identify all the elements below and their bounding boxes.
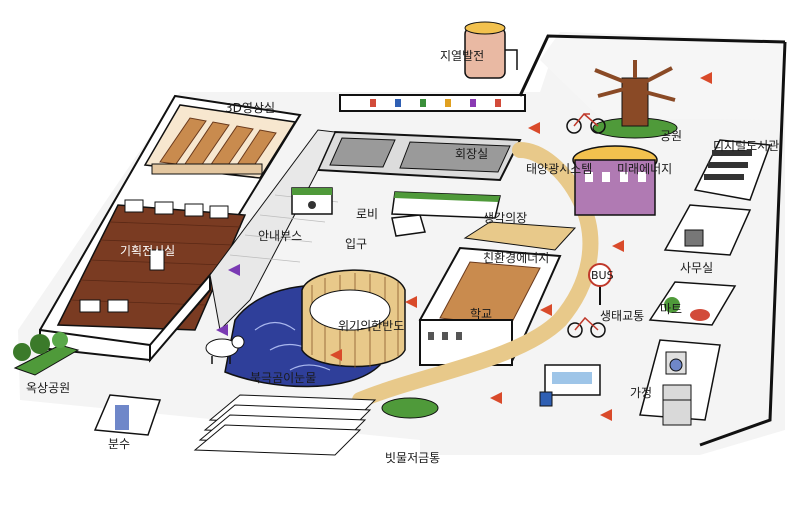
entrance-label: 입구 xyxy=(345,237,367,251)
arrow-icon xyxy=(330,72,712,421)
info-booth[interactable] xyxy=(291,187,333,215)
digital-archive-room[interactable] xyxy=(693,139,772,201)
washing-machine-icon xyxy=(665,351,687,375)
info-booth-label: 안내부스 xyxy=(258,229,302,243)
exhibition-hall[interactable] xyxy=(316,130,522,182)
cinema-3d-label: 3D영상실 xyxy=(225,101,275,115)
arrow-icon-purple xyxy=(216,264,240,336)
building-sign-label: 학교 xyxy=(470,307,492,321)
road-path xyxy=(352,142,599,408)
future-energy-pavilion[interactable] xyxy=(572,145,658,216)
right-inner-wall xyxy=(699,41,787,447)
future-energy-label: 미래에너지 xyxy=(617,162,672,176)
green-circle xyxy=(381,397,439,419)
bicycle-icon xyxy=(566,112,606,134)
fountain-label: 분수 xyxy=(108,437,130,451)
mart-room[interactable] xyxy=(648,281,737,326)
office-room[interactable] xyxy=(663,204,752,256)
mart-label: 마트 xyxy=(660,302,682,316)
green-roof-garden[interactable] xyxy=(13,332,80,376)
refrigerator-icon xyxy=(662,384,692,426)
left-side-wall xyxy=(149,272,211,363)
rainwater-tank-label: 빗물저금통 xyxy=(385,451,440,465)
cinema-3d-room[interactable] xyxy=(143,104,297,179)
polar-animals-label: 북극곰이눈물 xyxy=(250,371,316,385)
bicycle-icon-2 xyxy=(567,316,606,338)
fountain-icon[interactable] xyxy=(93,394,162,436)
park-label: 공원 xyxy=(660,129,682,143)
green-roof-label: 옥상공원 xyxy=(26,381,70,395)
crisis-globe-label: 위기의한반도 xyxy=(338,319,404,333)
front-stairs xyxy=(193,394,377,456)
reception-room-label: 생각의장 xyxy=(483,211,527,225)
park-area[interactable] xyxy=(540,32,785,139)
geothermal-plant[interactable] xyxy=(464,21,518,79)
bus-sign-label: BUS xyxy=(591,269,614,282)
digital-archive-label: 디지털도서관 xyxy=(713,139,779,153)
tank-icon xyxy=(539,364,601,407)
tree-icon xyxy=(594,60,676,127)
right-perimeter-wall xyxy=(518,34,786,97)
top-fence xyxy=(339,94,526,112)
lobby-desk[interactable] xyxy=(391,214,426,237)
fence-flags xyxy=(370,99,501,107)
lobby-label: 로비 xyxy=(356,207,378,221)
home-label: 가정 xyxy=(630,386,652,400)
office-label: 사무실 xyxy=(680,261,713,275)
bus-sign-icon xyxy=(588,263,612,305)
green-counter[interactable] xyxy=(391,191,501,219)
geothermal-label: 지열발전 xyxy=(440,49,484,63)
learning-center-label: 친환경에너지 xyxy=(483,251,549,265)
polar-bear-icon xyxy=(205,335,245,364)
ecology-label: 생태교통 xyxy=(600,309,644,323)
solar-system-label: 태양광시스템 xyxy=(526,162,592,176)
exhibition-hall-label: 회장실 xyxy=(455,147,488,161)
crisis-globe-installation[interactable] xyxy=(301,269,406,368)
planning-exhibit-label: 기획전시실 xyxy=(120,244,175,258)
